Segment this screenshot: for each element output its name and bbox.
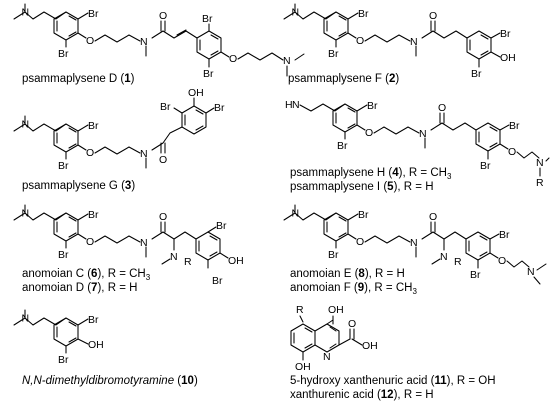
atom-h: H [285,99,293,111]
atom-oh: OH [295,361,311,373]
atom-br: Br [212,275,223,287]
atom-n: N [292,208,300,220]
atom-br: Br [367,100,378,112]
atom-br: Br [337,140,348,152]
compound-label-9: anomoian F (9), R = CH3 [290,282,417,296]
atom-n: N [140,36,148,48]
atom-br: Br [470,269,481,281]
compound-label-8: anomoian E (8), R = H [290,268,405,280]
atom-br: Br [216,220,227,232]
atom-n: N [440,251,448,263]
atom-r: R [296,304,304,316]
atom-r: R [536,177,544,189]
atom-n: N [283,55,291,67]
atom-o: O [438,102,446,114]
structure-psammaplysene-d: N Br Br O N O Br Br O N psammaplysene D … [13,3,305,85]
structure-anomoian-e-f: N Br Br O N O N R Br Br O N anomoian E (… [283,204,547,296]
atom-n: N [410,237,418,249]
atom-n: N [140,237,148,249]
atom-n: N [170,251,178,263]
atom-n: N [292,7,300,19]
atom-br: Br [88,209,99,221]
atom-o: O [86,236,94,248]
atom-o: O [348,318,356,330]
structure-nn-dimethyldibromotyramine: N Br OH Br N,N-dimethyldibromotyramine (… [13,309,198,387]
atom-o: O [159,211,167,223]
compound-label-12: xanthurenic acid (12), R = H [290,389,434,401]
atom-oh: OH [228,255,244,267]
atom-br: Br [58,249,69,261]
compound-label-1: psammaplysene D (1) [22,73,135,85]
atom-o: O [159,10,167,22]
atom-o: O [86,147,94,159]
atom-o: O [356,236,364,248]
atom-o: O [356,35,364,47]
structure-psammaplysene-g: N Br Br O N O OH Br Br psammaplysene G (… [13,87,225,192]
atom-oh: OH [500,52,516,64]
atom-o: O [229,53,237,65]
atom-n: N [410,36,418,48]
structure-psammaplysene-h-i: H N Br Br O N O Br Br O N R psammaplysen… [285,99,550,193]
atom-br: Br [480,160,491,172]
atom-o: O [365,127,373,139]
atom-br: Br [509,120,520,132]
atom-n: N [22,313,30,325]
atom-r: R [184,256,192,268]
atom-r: R [454,256,462,268]
structure-xanthurenic-acids: R OH N OH O OH 5-hydroxy xanthenuric aci… [290,304,496,401]
atom-n: N [323,351,331,363]
atom-br: Br [58,48,69,60]
atom-br: Br [358,8,369,20]
atom-br: Br [58,354,69,366]
atom-br: Br [160,101,171,113]
compound-label-10: N,N-dimethyldibromotyramine (10) [22,375,198,387]
atom-n: N [22,208,30,220]
compound-label-11: 5-hydroxy xanthenuric acid (11), R = OH [290,375,496,387]
atom-br: Br [88,314,99,326]
structure-psammaplysene-f: N Br Br O N O Br OH Br psammaplysene F (… [283,3,516,85]
atom-br: Br [214,102,225,114]
atom-n: N [536,157,544,169]
compound-label-2: psammaplysene F (2) [288,73,399,85]
atom-n: N [292,99,300,111]
atom-br: Br [358,209,369,221]
atom-br: Br [500,28,511,40]
atom-n: N [140,148,148,160]
atom-n: N [419,128,427,140]
atom-br: Br [202,13,213,25]
atom-n: N [22,119,30,131]
compound-label-5: psammaplysene I (5), R = H [290,181,434,193]
atom-br: Br [203,68,214,80]
atom-br: Br [58,160,69,172]
atom-br: Br [499,229,510,241]
compound-label-4: psammaplysene H (4), R = CH3 [290,167,452,181]
atom-o: O [429,211,437,223]
compound-label-6: anomoian C (6), R = CH3 [22,268,151,282]
atom-br: Br [328,249,339,261]
atom-oh: OH [188,87,204,99]
atom-o: O [498,255,506,267]
compound-label-7: anomoian D (7), R = H [22,282,137,294]
atom-oh: OH [362,340,378,352]
atom-o: O [159,154,167,166]
atom-n: N [527,266,535,278]
atom-o: O [429,10,437,22]
atom-br: Br [88,120,99,132]
atom-br: Br [328,48,339,60]
atom-br: Br [471,68,482,80]
compound-label-3: psammaplysene G (3) [22,180,135,192]
atom-oh: OH [88,339,104,351]
atom-n: N [22,7,30,19]
atom-o: O [86,35,94,47]
atom-o: O [508,146,516,158]
structure-anomoian-c-d: N Br Br O N O N R Br OH Br anomoian C (6… [13,204,244,294]
atom-oh: OH [328,304,344,316]
atom-br: Br [88,8,99,20]
